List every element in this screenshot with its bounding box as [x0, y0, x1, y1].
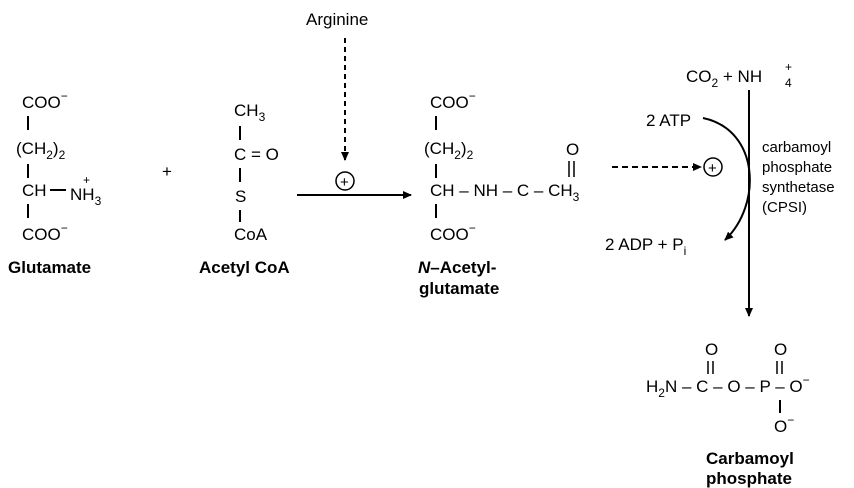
- svg-text:CoA: CoA: [234, 225, 268, 244]
- cps-activator-plus: +: [708, 160, 717, 177]
- cps-activator-circle: [703, 157, 723, 177]
- svg-text:NH3: NH3: [70, 185, 102, 208]
- svg-text:COO−: COO−: [22, 89, 68, 112]
- svg-text:(CH2)2: (CH2)2: [16, 139, 66, 162]
- svg-text:CH3: CH3: [234, 101, 266, 124]
- plus-sign: +: [162, 162, 172, 181]
- svg-text:CH: CH: [22, 181, 47, 200]
- svg-text:COO−: COO−: [430, 221, 476, 244]
- glutamate-structure: COO− (CH2)2 CH NH3 + COO−: [16, 89, 102, 244]
- n-acetylglutamate-label-line2: glutamate: [419, 279, 499, 298]
- carbamoyl-phosphate-structure: O O H2N – C – O – P – O− O−: [646, 340, 810, 436]
- svg-text:O: O: [566, 140, 579, 159]
- svg-text:CH – NH – C – CH3: CH – NH – C – CH3: [430, 181, 580, 204]
- arginine-label: Arginine: [306, 10, 368, 29]
- enzyme-name-line3: synthetase: [762, 179, 835, 196]
- n-acetylglutamate-label: N–Acetyl-: [418, 258, 496, 277]
- enzyme-name-line1: carbamoyl: [762, 139, 831, 156]
- svg-text:S: S: [235, 187, 246, 206]
- svg-text:COO−: COO−: [22, 221, 68, 244]
- atp-adp-curved-arrow: [702, 117, 751, 241]
- atp-label: 2 ATP: [646, 111, 691, 130]
- arginine-activator-circle: [335, 171, 355, 191]
- svg-text:C = O: C = O: [234, 145, 279, 164]
- adp-pi-label: 2 ADP + Pi: [605, 235, 686, 258]
- nh4-subscript: 4: [785, 76, 792, 90]
- acetyl-coa-structure: CH3 C = O S CoA: [234, 101, 279, 244]
- enzyme-name-line4: (CPSI): [762, 199, 807, 216]
- co2-nh4-label: CO2 + NH: [686, 67, 762, 90]
- svg-text:(CH2)2: (CH2)2: [424, 139, 474, 162]
- arginine-activator-plus: +: [340, 174, 349, 191]
- n-acetylglutamate-structure: COO− (CH2)2 O CH – NH – C – CH3 COO−: [424, 89, 580, 244]
- acetyl-coa-label: Acetyl CoA: [199, 258, 290, 277]
- carbamoyl-phosphate-label-line1: Carbamoyl: [706, 449, 794, 468]
- svg-text:O: O: [705, 340, 718, 359]
- svg-text:COO−: COO−: [430, 89, 476, 112]
- nh4-superscript: +: [785, 60, 792, 74]
- enzyme-name-line2: phosphate: [762, 159, 832, 176]
- svg-text:O−: O−: [774, 413, 794, 436]
- svg-text:O: O: [774, 340, 787, 359]
- svg-text:H2N – C – O – P – O−: H2N – C – O – P – O−: [646, 373, 810, 400]
- carbamoyl-phosphate-label-line2: phosphate: [706, 469, 792, 488]
- glutamate-label: Glutamate: [8, 258, 91, 277]
- svg-text:+: +: [83, 173, 90, 187]
